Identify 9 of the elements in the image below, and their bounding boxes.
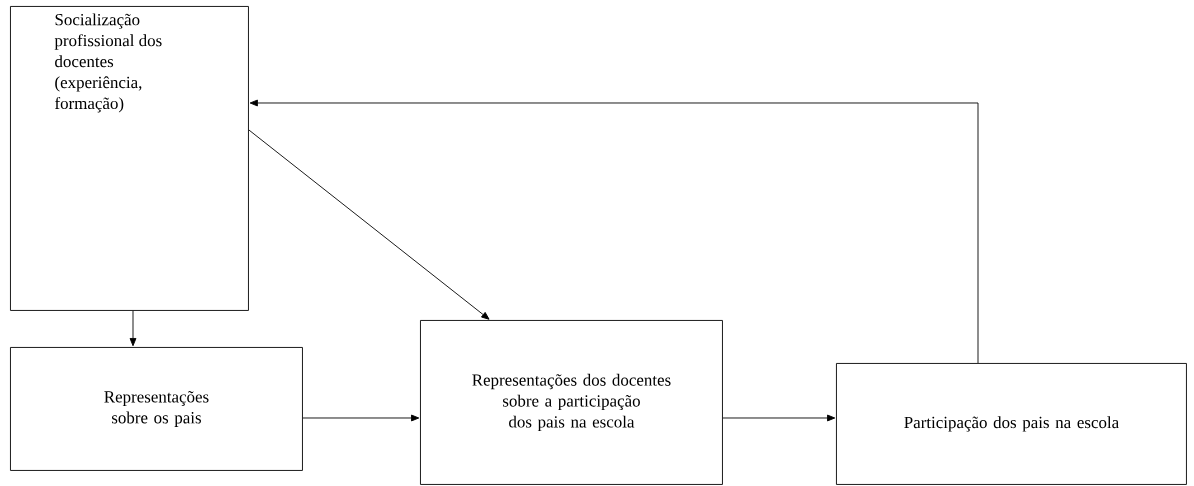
process-box: Representações sobre os pais (10, 347, 303, 471)
arrow (722, 414, 836, 422)
process-box: Socialização profissional dos docentes (experiência, formação) (10, 6, 249, 311)
process-box: Participação dos pais na escola (836, 363, 1187, 485)
arrow (248, 129, 490, 320)
arrow (129, 310, 137, 347)
arrow (249, 99, 979, 364)
arrow (302, 414, 420, 422)
process-box: Representações dos docentes sobre a participação dos pais na escola (420, 320, 723, 485)
